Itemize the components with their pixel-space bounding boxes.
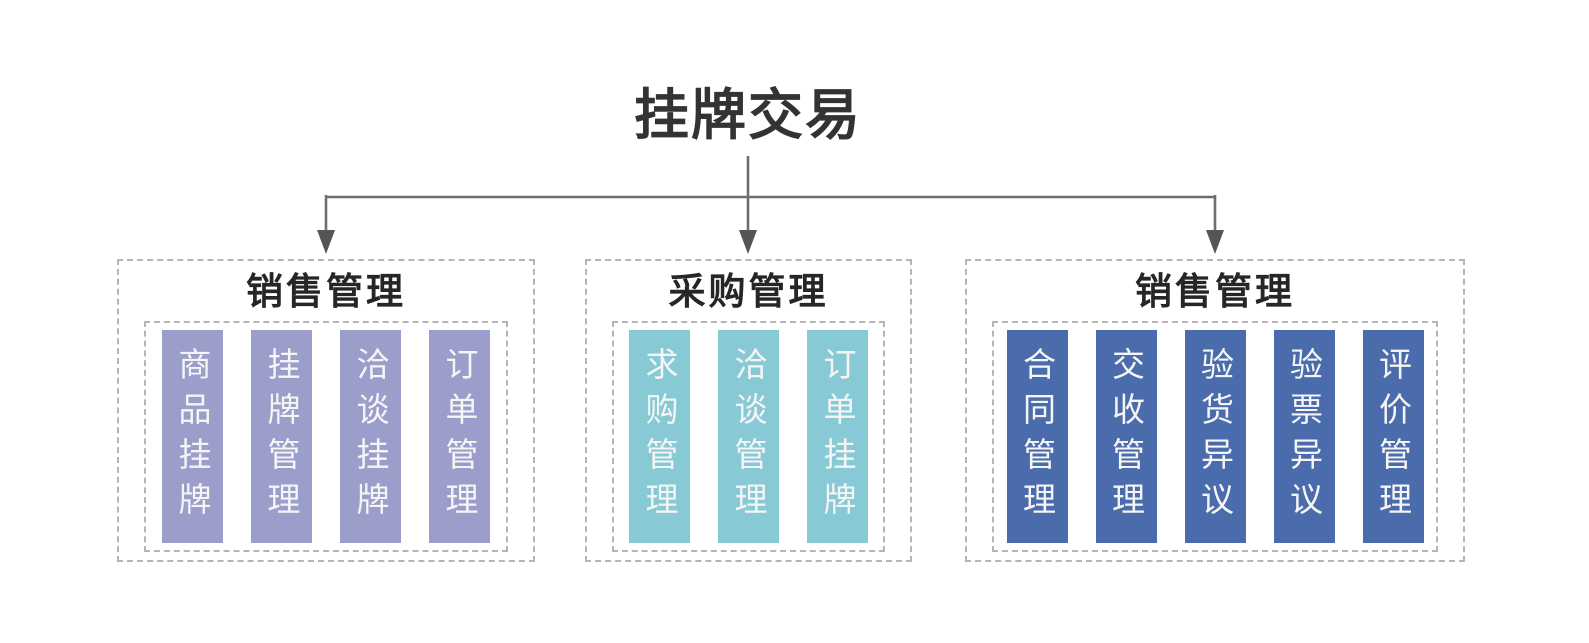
group-items-container: 商品挂牌 挂牌管理 洽谈挂牌 订单管理	[144, 321, 508, 552]
module-bar: 订单管理	[429, 330, 490, 543]
group-title: 采购管理	[668, 271, 829, 312]
arrowhead-left-icon	[317, 230, 335, 254]
module-bar-label: 商品挂牌	[174, 346, 211, 527]
module-bar-label: 订单管理	[441, 346, 478, 527]
module-bar: 商品挂牌	[162, 330, 223, 543]
module-bar-label: 求购管理	[641, 346, 678, 527]
arrowhead-center-icon	[739, 230, 757, 254]
module-bar: 洽谈挂牌	[340, 330, 401, 543]
group-box-procurement-management: 采购管理 求购管理 洽谈管理 订单挂牌	[585, 259, 912, 562]
module-bar-label: 洽谈管理	[730, 346, 767, 527]
group-items-container: 合同管理 交收管理 验货异议 验票异议 评价管理	[992, 321, 1438, 552]
module-bar: 挂牌管理	[251, 330, 312, 543]
module-bar: 订单挂牌	[807, 330, 868, 543]
page-title: 挂牌交易	[633, 84, 863, 146]
module-bar: 合同管理	[1006, 330, 1068, 543]
group-title: 销售管理	[246, 271, 406, 312]
module-bar-label: 洽谈挂牌	[352, 346, 389, 527]
module-bar: 评价管理	[1362, 330, 1424, 543]
module-bar-label: 交收管理	[1107, 346, 1145, 527]
module-bar: 交收管理	[1095, 330, 1157, 543]
module-bar-label: 合同管理	[1018, 346, 1056, 527]
module-bar-label: 验货异议	[1196, 346, 1234, 527]
group-box-sales-management-right: 销售管理 合同管理 交收管理 验货异议 验票异议 评价管理	[965, 259, 1465, 562]
module-bar-label: 评价管理	[1374, 346, 1412, 527]
arrowhead-right-icon	[1206, 230, 1224, 254]
module-bar-label: 验票异议	[1285, 346, 1323, 527]
module-bar: 求购管理	[629, 330, 690, 543]
group-box-sales-management-left: 销售管理 商品挂牌 挂牌管理 洽谈挂牌 订单管理	[117, 259, 535, 562]
module-bar-label: 挂牌管理	[263, 346, 300, 527]
module-bar-label: 订单挂牌	[819, 346, 856, 527]
module-bar: 验票异议	[1273, 330, 1335, 543]
module-bar: 洽谈管理	[718, 330, 779, 543]
module-bar: 验货异议	[1184, 330, 1246, 543]
group-title: 销售管理	[1135, 271, 1295, 312]
group-items-container: 求购管理 洽谈管理 订单挂牌	[612, 321, 885, 552]
